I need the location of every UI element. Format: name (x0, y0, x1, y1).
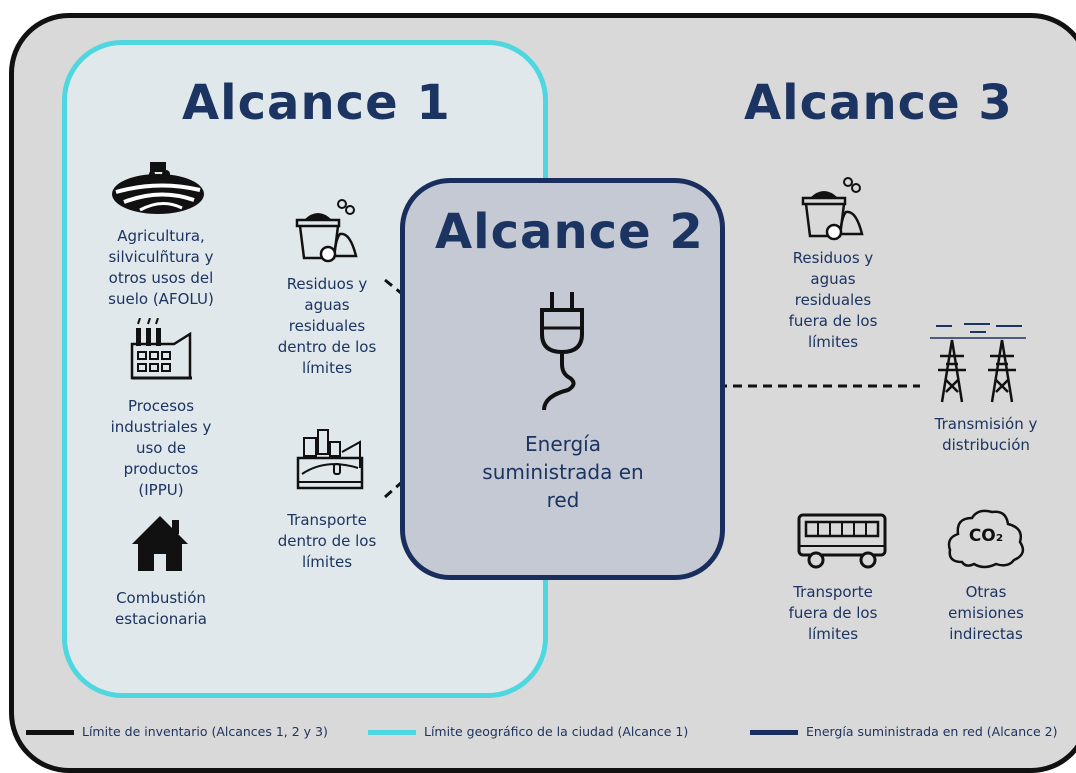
transport-out-label: Transporte fuera de los límites (788, 583, 878, 643)
other-indirect-label: Otras emisiones indirectas (948, 583, 1024, 643)
co2-symbol: CO₂ (968, 526, 1004, 546)
waste-in-label: Residuos y aguas residuales dentro de lo… (277, 275, 377, 377)
transmission-label: Transmisión y distribución (934, 415, 1038, 454)
bus-icon (797, 513, 887, 569)
farm-icon (112, 162, 204, 214)
waste-bin-icon (801, 177, 864, 241)
ippu-label: Procesos industriales y uso de productos… (110, 397, 212, 499)
waste-bin-icon (295, 199, 358, 263)
transport-in-label: Transporte dentro de los límites (277, 511, 377, 571)
stationary-label: Combustión estacionaria (115, 589, 207, 628)
scope2-title: Alcance 2 (435, 204, 704, 260)
grid-energy-label: Energía suministrada en red (482, 432, 644, 512)
scope3-title: Alcance 3 (744, 75, 1013, 131)
plug-icon (540, 292, 584, 411)
legend-city: Límite geográfico de la ciudad (Alcance … (424, 724, 689, 739)
factory-icon (130, 318, 192, 380)
legend-swatch-inventory (26, 730, 74, 735)
afolu-label: Agricultura, silviculñtura y otros usos … (108, 227, 214, 308)
grid-boundary-scope2 (400, 178, 725, 580)
legend-swatch-grid (750, 730, 798, 735)
waste-out-label: Residuos y aguas residuales fuera de los… (788, 249, 878, 351)
legend-grid: Energía suministrada en red (Alcance 2) (806, 724, 1058, 739)
legend-inventory: Límite de inventario (Alcances 1, 2 y 3) (82, 724, 328, 739)
house-icon (132, 516, 188, 571)
power-tower-icon (930, 323, 1026, 403)
co2-cloud-icon: CO₂ (944, 506, 1028, 570)
legend-swatch-city (368, 730, 416, 735)
city-transport-icon (296, 429, 364, 490)
scope1-title: Alcance 1 (182, 75, 451, 131)
